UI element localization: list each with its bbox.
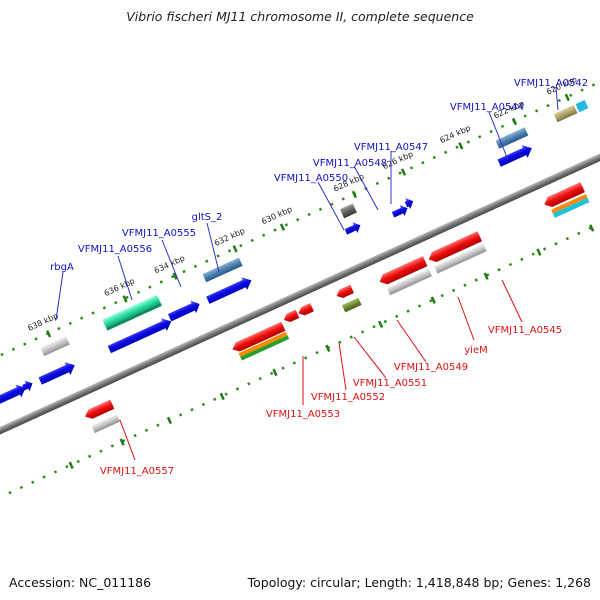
- tick-label: 638 kbp: [26, 311, 59, 333]
- gene-label-VFMJ11_A0551[interactable]: VFMJ11_A0551: [353, 378, 427, 389]
- tick-636: 636 kbp: [103, 276, 136, 303]
- gene-label-VFMJ11_A0556[interactable]: VFMJ11_A0556: [78, 244, 152, 255]
- tick-624: 624 kbp: [439, 123, 472, 150]
- reverse-gene-VFMJ11_A0553[interactable]: [230, 321, 290, 363]
- tick-label: 634 kbp: [153, 254, 186, 276]
- topology-summary: Topology: circular; Length: 1,418,848 bp…: [247, 575, 591, 590]
- forward-gene-gltS_2[interactable]: [197, 257, 254, 307]
- forward-gene-VFMJ11_A0556[interactable]: [97, 294, 174, 356]
- reverse-gene-VFMJ11_A0552[interactable]: [282, 309, 300, 324]
- gene-label-VFMJ11_A0553[interactable]: VFMJ11_A0553: [266, 409, 340, 420]
- reverse-gene-VFMJ11_A0551[interactable]: [297, 303, 314, 317]
- forward-gene-VFMJ11_A0542[interactable]: [553, 99, 589, 123]
- gene-label-VFMJ11_A0548[interactable]: VFMJ11_A0548: [313, 158, 387, 169]
- reverse-gene-VFMJ11_A0549[interactable]: [335, 284, 362, 313]
- forward-gene-VFMJ11_A0555[interactable]: [167, 298, 203, 324]
- forward-gene-VFMJ11_A0544[interactable]: [490, 127, 537, 169]
- forward-gene-partial[interactable]: [21, 378, 35, 393]
- gene-label-VFMJ11_A0547[interactable]: VFMJ11_A0547: [354, 142, 428, 153]
- reverse-labels: VFMJ11_A0545 yieM VFMJ11_A0549 VFMJ11_A0…: [100, 279, 562, 477]
- gene-label-VFMJ11_A0555[interactable]: VFMJ11_A0555: [122, 228, 196, 239]
- reverse-gene-VFMJ11_A0557[interactable]: [83, 399, 121, 434]
- tick-label: 624 kbp: [439, 123, 472, 145]
- reverse-gene-VFMJ11_A0545[interactable]: [426, 231, 487, 274]
- forward-gene-rbgA[interactable]: [28, 336, 82, 387]
- reverse-gene-yieM[interactable]: [377, 256, 432, 297]
- reverse-tick-rail: [0, 174, 600, 526]
- accession-label: Accession: NC_011186: [9, 575, 152, 590]
- gene-label-yieM[interactable]: yieM: [464, 345, 487, 356]
- gene-label-VFMJ11_A0550[interactable]: VFMJ11_A0550: [274, 173, 348, 184]
- tick-634: 634 kbp: [153, 254, 186, 280]
- forward-gene-VFMJ11_A0548[interactable]: [391, 203, 411, 221]
- linear-map-track: 638 kbp 636 kbp 634 kbp 632 kbp 630 kbp …: [0, 57, 600, 526]
- gene-label-VFMJ11_A0552[interactable]: VFMJ11_A0552: [311, 392, 385, 403]
- chromosome-backbone: [0, 117, 600, 473]
- gene-label-VFMJ11_A0542[interactable]: VFMJ11_A0542: [514, 78, 588, 89]
- forward-tick-rail: [0, 57, 600, 408]
- forward-gene-partial[interactable]: [0, 381, 29, 412]
- forward-gene-VFMJ11_A0547[interactable]: [403, 196, 415, 210]
- gene-label-VFMJ11_A0549[interactable]: VFMJ11_A0549: [394, 362, 468, 373]
- forward-labels: rbgA VFMJ11_A0556 VFMJ11_A0555 gltS_2 VF…: [50, 78, 588, 321]
- gene-label-rbgA[interactable]: rbgA: [50, 262, 74, 273]
- gene-label-VFMJ11_A0557[interactable]: VFMJ11_A0557: [100, 466, 174, 477]
- gene-label-gltS_2[interactable]: gltS_2: [192, 212, 223, 223]
- tick-label: 636 kbp: [103, 276, 136, 298]
- reverse-gene-right-partial[interactable]: [542, 182, 590, 219]
- tick-632: 632 kbp: [213, 226, 246, 253]
- tick-label: 630 kbp: [260, 205, 293, 227]
- tick-630: 630 kbp: [260, 205, 294, 231]
- gene-label-VFMJ11_A0544[interactable]: VFMJ11_A0544: [450, 102, 524, 113]
- map-title: Vibrio fischeri MJ11 chromosome II, comp…: [126, 9, 474, 24]
- gene-label-VFMJ11_A0545[interactable]: VFMJ11_A0545: [488, 325, 562, 336]
- forward-gene-VFMJ11_A0550[interactable]: [336, 203, 364, 237]
